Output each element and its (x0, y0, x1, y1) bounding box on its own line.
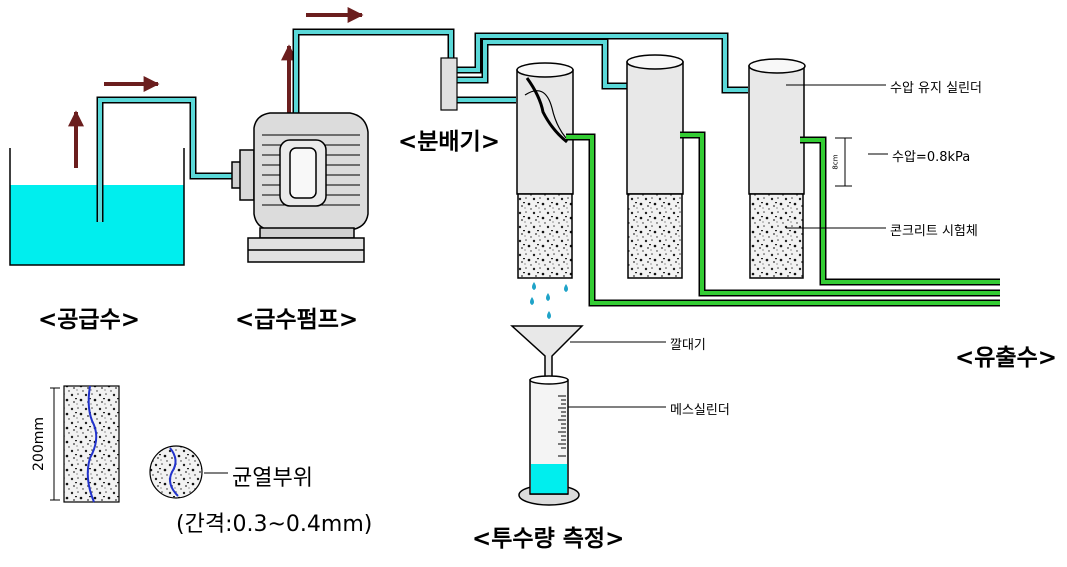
permeability-measurement-label: <투수량 측정> (472, 526, 625, 552)
outflow-label: <유출수> (955, 345, 1058, 371)
pressure-cylinder-2 (626, 54, 684, 279)
pressure-cylinder-label: 수압 유지 실린더 (890, 81, 982, 96)
specimen-height-label: 200mm (31, 417, 47, 471)
measuring-cylinder-label: 메스실린더 (670, 403, 730, 418)
pressure-cylinder-1 (516, 62, 574, 279)
funnel (510, 325, 584, 383)
outflow-pipes (566, 131, 1000, 307)
supply-pump (231, 112, 369, 263)
crack-location-label: 균열부위 (232, 466, 313, 491)
distributor (440, 57, 458, 111)
funnel-label: 깔대기 (670, 338, 706, 353)
specimen-sample (50, 385, 120, 503)
head-height-label: 8cm (831, 154, 840, 170)
measuring-cylinder (518, 375, 580, 506)
head-height-dimension (835, 137, 852, 187)
supply-pipes (96, 28, 748, 222)
concrete-specimen-label: 콘크리트 시험체 (890, 224, 978, 239)
supply-pump-label: <급수펌프> (235, 307, 359, 333)
crack-cross-section (149, 445, 203, 499)
pressure-cylinder-3 (748, 58, 806, 279)
supply-water-label: <공급수> (38, 307, 141, 333)
crack-gap-label: (간격:0.3~0.4mm) (176, 512, 373, 537)
water-droplets (530, 282, 568, 319)
water-pressure-label: 수압=0.8kPa (892, 150, 971, 165)
leader-lines (204, 84, 888, 474)
distributor-label: <분배기> (398, 129, 501, 155)
